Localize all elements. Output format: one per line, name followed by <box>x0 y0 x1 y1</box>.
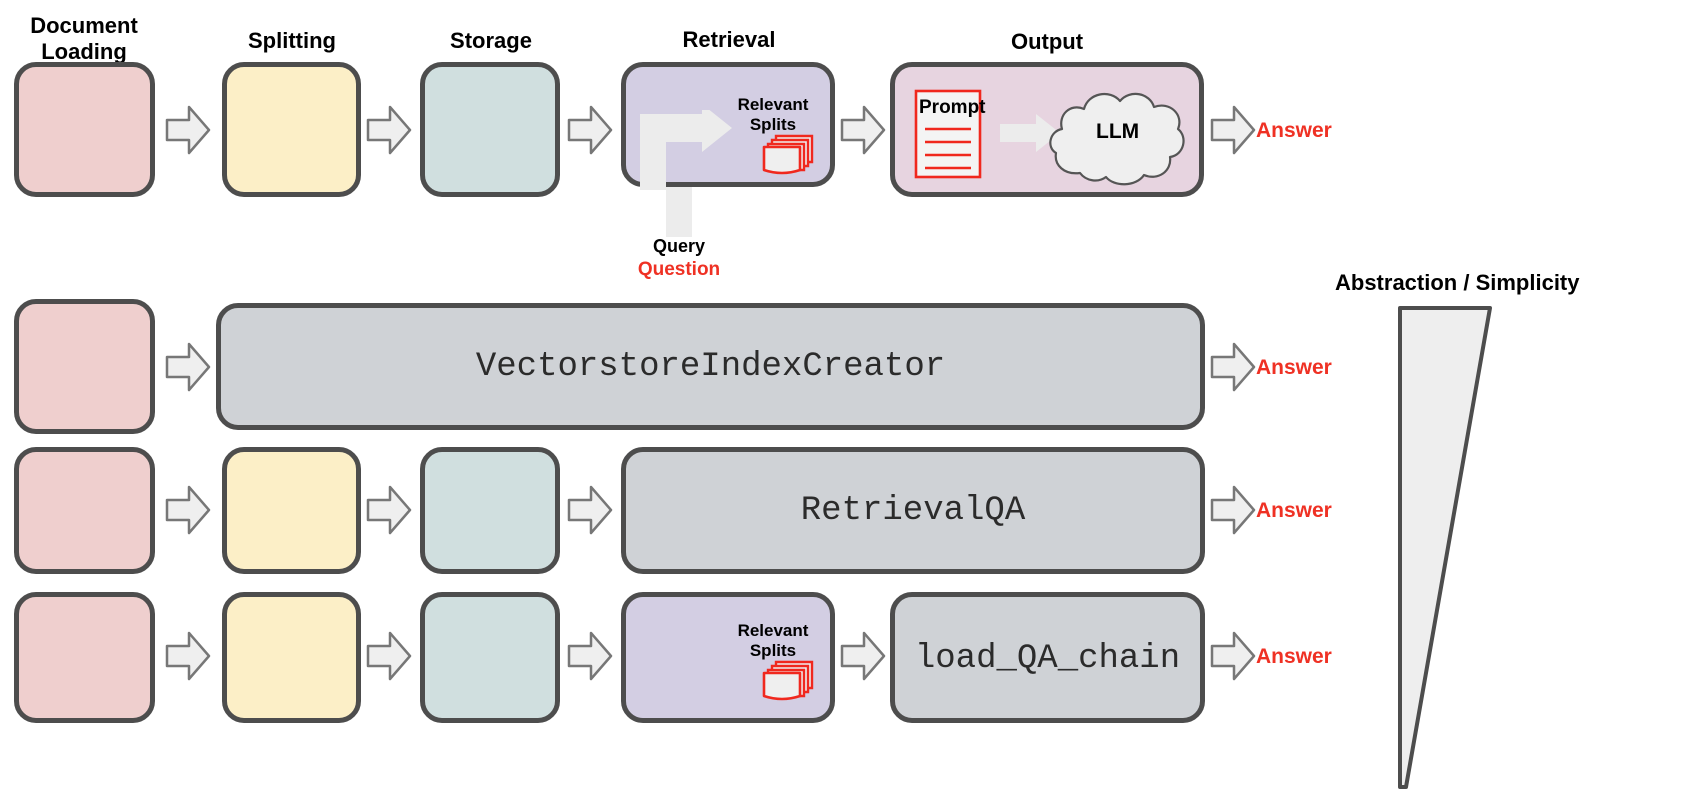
llm-label: LLM <box>1096 120 1140 143</box>
arrow-loading-to-splitting-row3 <box>165 484 211 536</box>
arrow-loading-to-chain-row2 <box>165 341 211 393</box>
arrow-storage-to-retrieval-row1 <box>567 104 613 156</box>
arrow-storage-to-retrieval-row4 <box>567 630 613 682</box>
question-label: Question <box>637 259 721 280</box>
query-label: Query <box>652 236 706 256</box>
box-splitting-row1[interactable] <box>222 62 361 197</box>
relevant-splits-label-row4: Relevant Splits <box>737 621 809 660</box>
answer-label-row2: Answer <box>1256 356 1332 379</box>
llm-cloud-icon <box>1046 85 1186 191</box>
box-storage-row3[interactable] <box>420 447 560 574</box>
box-load-qa-chain[interactable] <box>890 592 1205 723</box>
answer-label-row4: Answer <box>1256 645 1332 668</box>
box-retrieval-qa[interactable] <box>621 447 1205 574</box>
prompt-card-icon <box>914 89 982 179</box>
abstraction-wedge <box>1392 305 1502 790</box>
stage-caption-splitting: Splitting <box>248 28 336 53</box>
retrieval-t-arrow-row1 <box>640 110 740 190</box>
box-document-loading-row3[interactable] <box>14 447 155 574</box>
stage-caption-storage: Storage <box>450 28 532 53</box>
chain-label-vectorstore-index-creator: VectorstoreIndexCreator <box>475 348 946 386</box>
arrow-chain-to-answer-row4 <box>1210 630 1256 682</box>
arrow-chain-to-answer-row3 <box>1210 484 1256 536</box>
box-retrieval-row4[interactable] <box>621 592 835 723</box>
box-document-loading-row2[interactable] <box>14 299 155 434</box>
answer-label-row3: Answer <box>1256 499 1332 522</box>
stage-caption-output: Output <box>1010 29 1084 54</box>
stage-caption-retrieval: Retrieval <box>682 27 776 52</box>
relevant-splits-label-row1: Relevant Splits <box>737 95 809 134</box>
relevant-splits-stack-icon-row4 <box>762 658 818 704</box>
chain-label-retrieval-qa: RetrievalQA <box>800 492 1026 530</box>
chain-label-load-qa-chain: load_QA_chain <box>914 640 1181 678</box>
box-splitting-row4[interactable] <box>222 592 361 723</box>
arrow-retrieval-to-chain-row4 <box>840 630 886 682</box>
arrow-output-to-answer-row1 <box>1210 104 1256 156</box>
prompt-to-llm-arrow <box>1000 114 1060 152</box>
arrow-loading-to-splitting-row4 <box>165 630 211 682</box>
arrow-loading-to-splitting-row1 <box>165 104 211 156</box>
box-vectorstore-index-creator[interactable] <box>216 303 1205 430</box>
relevant-splits-stack-icon-row1 <box>762 132 818 178</box>
stage-caption-document-loading: Document Loading <box>30 13 138 64</box>
arrow-retrieval-to-output-row1 <box>840 104 886 156</box>
answer-label-row1: Answer <box>1256 119 1332 142</box>
box-document-loading-row1[interactable] <box>14 62 155 197</box>
box-document-loading-row4[interactable] <box>14 592 155 723</box>
arrow-splitting-to-storage-row1 <box>366 104 412 156</box>
box-splitting-row3[interactable] <box>222 447 361 574</box>
prompt-label: Prompt <box>919 97 986 118</box>
arrow-splitting-to-storage-row4 <box>366 630 412 682</box>
arrow-chain-to-answer-row2 <box>1210 341 1256 393</box>
box-storage-row1[interactable] <box>420 62 560 197</box>
box-storage-row4[interactable] <box>420 592 560 723</box>
arrow-splitting-to-storage-row3 <box>366 484 412 536</box>
query-stem-row1 <box>666 187 692 237</box>
arrow-storage-to-chain-row3 <box>567 484 613 536</box>
abstraction-caption: Abstraction / Simplicity <box>1335 270 1580 295</box>
